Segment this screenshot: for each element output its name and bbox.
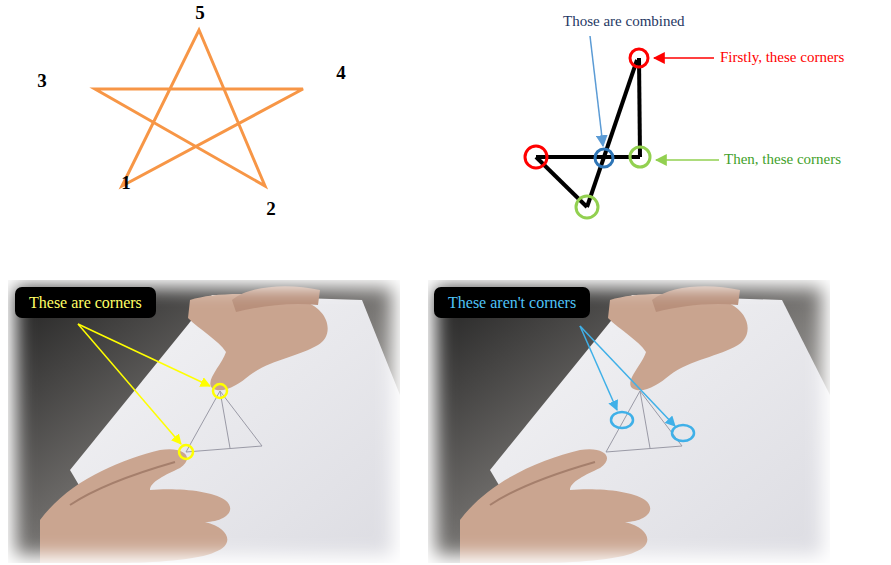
callout-number: 5 [195, 2, 205, 25]
caption-text: These are corners [29, 293, 142, 312]
annotation-text: Firstly, these corners [720, 48, 844, 66]
callout-number: 4 [336, 62, 346, 85]
star-figure [95, 30, 303, 186]
leader-arrows [590, 36, 719, 160]
caption-box: These aren't corners [434, 287, 590, 318]
callout-number: 3 [37, 70, 47, 93]
callout-number: 2 [266, 198, 276, 221]
caption-box: These are corners [15, 287, 156, 318]
annotation-text: Those are combined [563, 12, 685, 30]
fold-figure [536, 58, 640, 207]
photo-right [428, 280, 830, 563]
photo-left [8, 280, 400, 563]
corner-circles [525, 49, 650, 218]
annotation-text: Then, these corners [724, 150, 841, 168]
caption-text: These aren't corners [448, 293, 576, 312]
callout-number: 1 [121, 172, 131, 195]
